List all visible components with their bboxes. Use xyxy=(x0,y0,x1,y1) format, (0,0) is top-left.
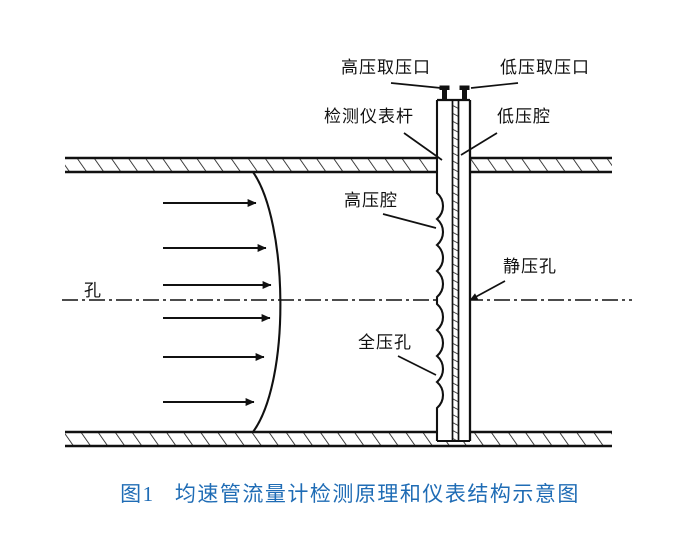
velocity-profile-curve xyxy=(252,171,282,433)
leader-lines xyxy=(382,82,519,376)
label-high-pressure-tap: 高压取压口 xyxy=(341,58,431,77)
low-pressure-tap-nozzle xyxy=(459,85,470,100)
flow-arrows xyxy=(163,199,272,406)
pipe-wall-top xyxy=(65,156,612,174)
label-low-pressure-chamber: 低压腔 xyxy=(497,107,551,126)
pipe-wall-bottom xyxy=(65,430,612,448)
leader-high-pressure-tap xyxy=(390,82,442,89)
leader-sensor-stem xyxy=(403,132,443,161)
label-static-pressure-hole: 静压孔 xyxy=(503,257,557,276)
figure-caption-text: 图1 均速管流量计检测原理和仪表结构示意图 xyxy=(120,482,580,506)
label-hole: 孔 xyxy=(84,281,102,300)
probe-divider xyxy=(451,100,460,441)
probe-assembly xyxy=(435,85,472,442)
label-total-pressure-hole: 全压孔 xyxy=(358,333,412,352)
label-sensor-stem: 检测仪表杆 xyxy=(324,107,414,126)
leader-low-pressure-chamber xyxy=(460,132,498,156)
diagram-labels: 高压取压口 低压取压口 检测仪表杆 低压腔 高压腔 静压孔 全压孔 孔 xyxy=(84,58,590,352)
total-pressure-holes-edge xyxy=(435,100,445,441)
label-low-pressure-tap: 低压取压口 xyxy=(500,58,590,77)
high-pressure-tap-nozzle xyxy=(439,85,450,100)
leader-static-pressure-hole xyxy=(469,280,506,301)
figure-caption: 图1 均速管流量计检测原理和仪表结构示意图 xyxy=(0,478,700,508)
leader-total-pressure-hole xyxy=(397,355,437,376)
leader-low-pressure-tap xyxy=(470,82,519,89)
label-high-pressure-chamber: 高压腔 xyxy=(344,191,398,210)
leader-high-pressure-chamber xyxy=(382,213,437,229)
